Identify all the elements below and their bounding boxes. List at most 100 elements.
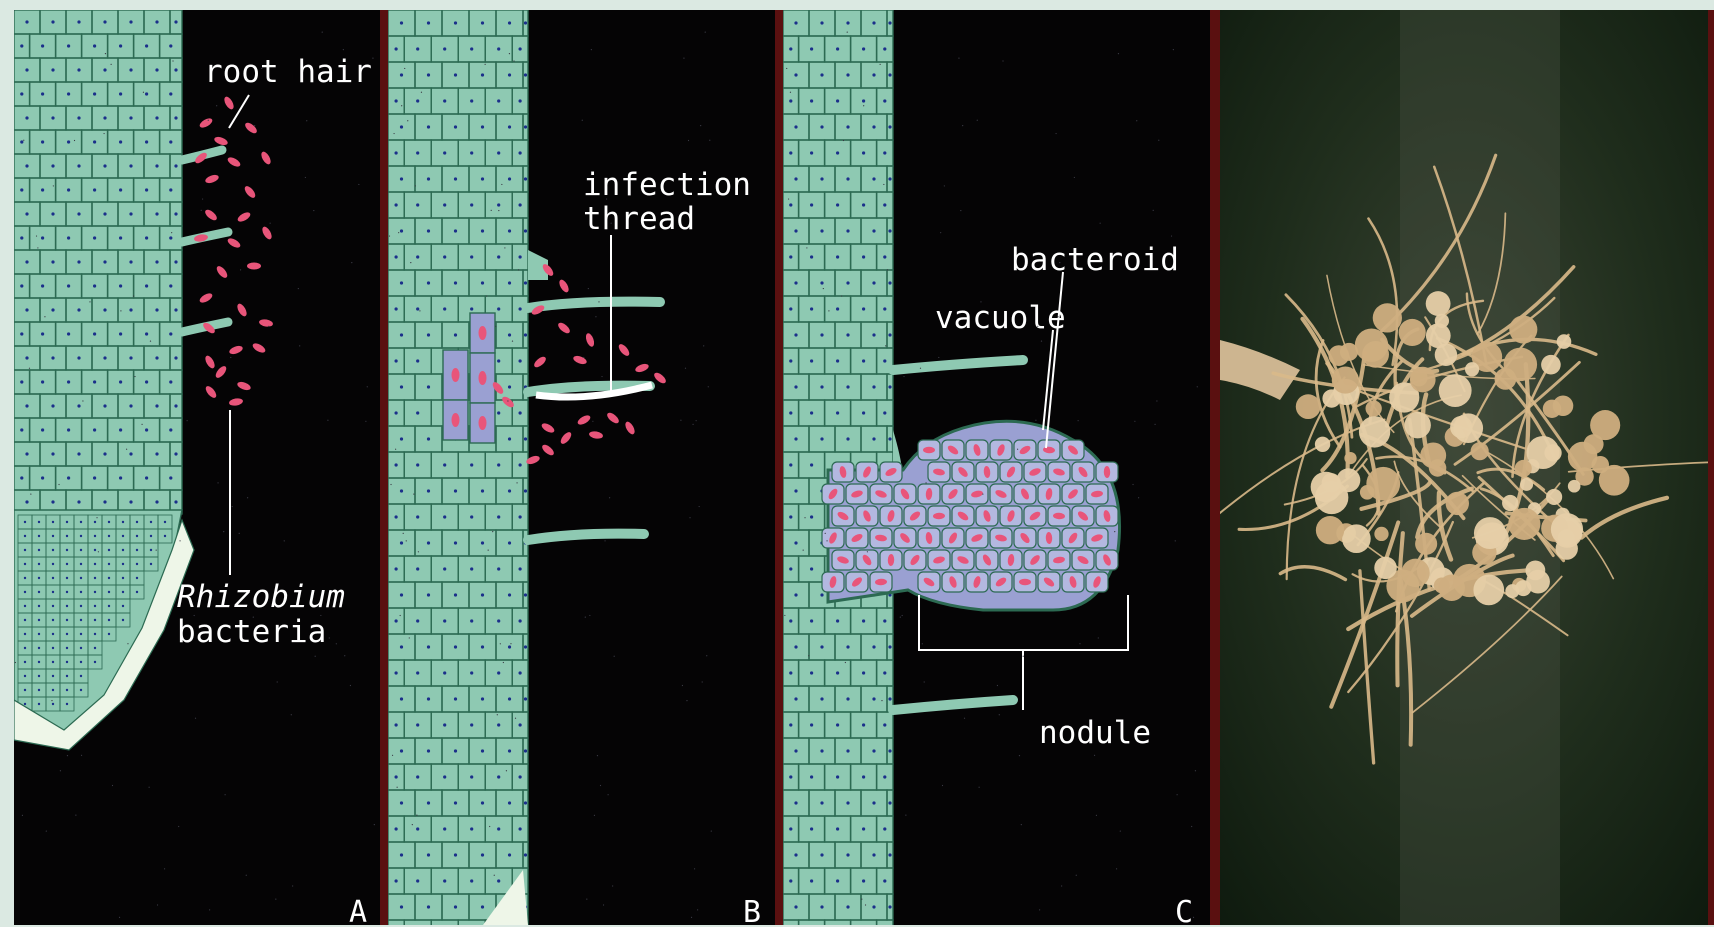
speck: [489, 826, 490, 827]
speck: [1118, 53, 1119, 54]
speck: [828, 310, 829, 311]
nucleus: [395, 47, 398, 50]
nucleus: [169, 380, 172, 383]
nucleus: [794, 437, 797, 440]
nucleus: [872, 905, 875, 908]
speck: [488, 549, 489, 550]
speck: [1191, 826, 1192, 827]
nucleus: [122, 521, 124, 523]
nucleus: [395, 879, 398, 882]
nucleus: [481, 229, 484, 232]
nucleus: [872, 21, 875, 24]
root-nodule: [1316, 516, 1344, 544]
bacterium: [198, 116, 214, 129]
nucleus: [524, 593, 527, 596]
nucleus: [66, 675, 68, 677]
nucleus: [883, 411, 886, 414]
speck: [697, 909, 698, 910]
speck: [419, 310, 420, 311]
nucleus: [820, 281, 823, 284]
speck: [589, 615, 590, 616]
speck: [1132, 484, 1133, 485]
nucleus: [508, 593, 511, 596]
speck: [247, 497, 248, 498]
speck: [164, 868, 165, 869]
nucleus: [862, 203, 865, 206]
nucleus: [481, 801, 484, 804]
nucleus: [145, 332, 148, 335]
speck: [298, 288, 299, 289]
nucleus: [145, 428, 148, 431]
nucleus: [508, 281, 511, 284]
nucleus: [810, 619, 813, 622]
speck: [614, 656, 615, 657]
nucleus: [38, 605, 40, 607]
bacterium: [203, 354, 216, 370]
nucleus: [395, 619, 398, 622]
nucleus: [66, 549, 68, 551]
root-nodule: [1526, 570, 1550, 594]
nucleus: [80, 563, 82, 565]
root-nodule: [1502, 495, 1518, 511]
nucleus: [38, 591, 40, 593]
nucleus: [155, 20, 158, 23]
speck: [30, 493, 31, 494]
nucleus: [872, 697, 875, 700]
nucleus: [883, 723, 886, 726]
nucleus: [888, 229, 891, 232]
nucleus: [888, 385, 891, 388]
speck: [486, 295, 487, 296]
nucleus: [810, 775, 813, 778]
nucleus: [427, 593, 430, 596]
photo-panel: [1220, 10, 1708, 925]
nucleus: [80, 619, 82, 621]
bacterium: [652, 371, 667, 385]
bacterium: [532, 355, 547, 369]
panel-letter-c: C: [1175, 895, 1193, 925]
speck: [515, 718, 516, 719]
label-infection: infection: [583, 167, 751, 203]
nucleus: [508, 385, 511, 388]
nucleus: [862, 151, 865, 154]
root-nodule: [1505, 584, 1519, 598]
speck: [1096, 815, 1097, 816]
nucleus: [94, 563, 96, 565]
nucleus: [93, 188, 96, 191]
nucleus: [119, 140, 122, 143]
speck: [412, 824, 413, 825]
speck: [358, 184, 359, 185]
nucleus: [883, 203, 886, 206]
nucleus: [136, 577, 138, 579]
nucleus: [497, 827, 500, 830]
bacteroid: [479, 371, 487, 385]
speck: [1057, 316, 1058, 317]
nucleus: [155, 164, 158, 167]
nucleus: [174, 452, 177, 455]
speck: [60, 770, 61, 771]
nucleus: [77, 260, 80, 263]
speck: [1074, 177, 1075, 178]
nucleus: [820, 645, 823, 648]
nucleus: [24, 675, 26, 677]
speck: [46, 830, 47, 831]
speck: [277, 681, 278, 682]
nucleus: [24, 563, 26, 565]
nucleus: [416, 463, 419, 466]
speck: [172, 60, 173, 61]
nucleus: [20, 236, 23, 239]
nucleus: [470, 515, 473, 518]
nucleus: [77, 20, 80, 23]
nucleus: [872, 281, 875, 284]
nucleus: [77, 500, 80, 503]
nucleus: [481, 489, 484, 492]
speck: [880, 64, 881, 65]
nucleus: [77, 68, 80, 71]
bacterium: [634, 362, 650, 373]
nucleus: [164, 535, 166, 537]
speck: [683, 58, 684, 59]
nucleus: [129, 116, 132, 119]
bacterium: [623, 420, 636, 436]
root-nodule: [1328, 345, 1349, 366]
nucleus: [836, 775, 839, 778]
nucleus: [519, 463, 522, 466]
